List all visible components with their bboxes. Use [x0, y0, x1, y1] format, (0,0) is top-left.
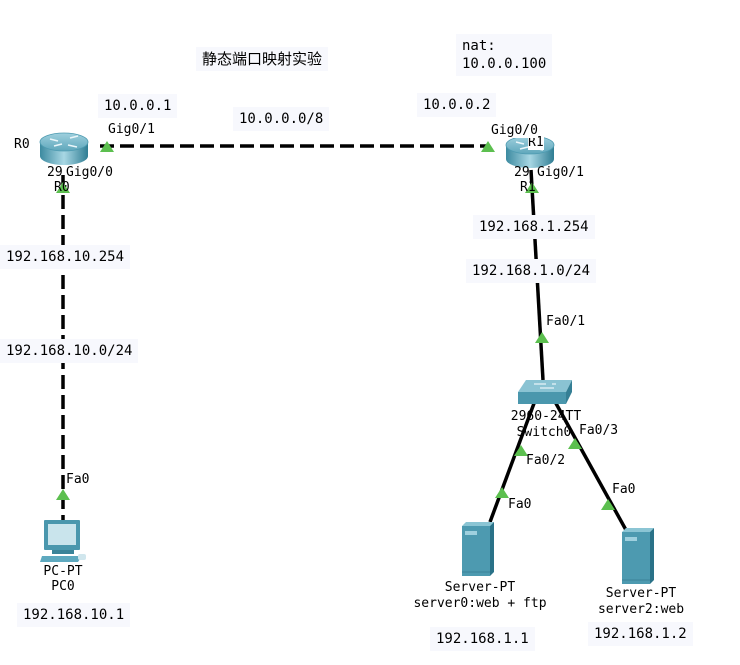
r0-name-label: R0: [14, 137, 30, 152]
port-label-r0-gig01: Gig0/1: [108, 122, 155, 137]
r0-gig01-ip-note: 10.0.0.1: [98, 94, 178, 118]
port-up-indicator: [568, 438, 582, 449]
link-switch0-server0[interactable]: [488, 397, 538, 523]
r1-gig00-ip-note: 10.0.0.2: [417, 93, 497, 117]
port-up-indicator: [514, 445, 528, 456]
wan-network-note: 10.0.0.0/8: [233, 107, 330, 131]
r0-gig00-ip-note: 192.168.10.254: [0, 245, 131, 269]
port-up-indicator: [481, 141, 495, 152]
port-up-indicator: [495, 487, 509, 498]
port-label-sw-fa02: Fa0/2: [526, 453, 566, 468]
router-icon: [39, 132, 89, 165]
port-label-r1-gig01: Gig0/1: [537, 165, 584, 180]
port-label-server2-fa0: Fa0: [612, 482, 636, 497]
diagram-title: 静态端口映射实验: [196, 47, 329, 71]
server-server0[interactable]: [462, 522, 494, 576]
server-server2[interactable]: [622, 528, 654, 584]
pc0-model-label: PC-PT: [43, 564, 83, 579]
r1-name-label: R1: [528, 135, 544, 150]
port-up-indicator: [601, 499, 615, 510]
server0-model-label: Server-PT: [444, 580, 516, 595]
nat-note: nat: 10.0.0.100: [456, 34, 553, 76]
lan0-network-note: 192.168.10.0/24: [0, 339, 139, 363]
pc-icon: [40, 520, 86, 562]
port-label-r1-gig00: Gig0/0: [491, 123, 538, 138]
r0-model-suffix-label: R0: [54, 180, 70, 195]
port-up-indicator: [100, 141, 114, 152]
port-label-sw-fa01: Fa0/1: [546, 314, 586, 329]
switch0-model-label: 2960-24TT: [510, 409, 582, 424]
port-up-indicator: [56, 182, 70, 193]
port-up-indicator: [56, 489, 70, 500]
server-icon: [462, 522, 494, 576]
r0-model-label: 29: [47, 165, 63, 180]
r1-gig01-ip-note: 192.168.1.254: [473, 215, 595, 239]
port-label-pc0-fa0: Fa0: [66, 472, 90, 487]
switch0-name-label: Switch0: [516, 425, 572, 440]
port-up-indicator: [525, 182, 539, 193]
port-label-r0-gig00: Gig0/0: [66, 165, 113, 180]
pc0-name-label: PC0: [51, 579, 75, 594]
server0-name-label: server0:web + ftp: [413, 596, 547, 611]
server2-model-label: Server-PT: [605, 586, 677, 601]
pc-pc0[interactable]: [40, 520, 86, 562]
pc0-ip-note: 192.168.10.1: [17, 603, 131, 627]
link-switch0-server2[interactable]: [551, 397, 628, 531]
server2-ip-note: 192.168.1.2: [588, 622, 693, 646]
port-label-server0-fa0: Fa0: [508, 497, 532, 512]
switch-switch0[interactable]: [518, 380, 572, 404]
server0-ip-note: 192.168.1.1: [430, 627, 535, 651]
server2-name-label: server2:web: [597, 602, 685, 617]
r1-model-label: 29: [514, 165, 530, 180]
port-up-indicator: [535, 332, 549, 343]
server-icon: [622, 528, 654, 584]
router-r0[interactable]: [39, 132, 89, 165]
port-indicators: [56, 141, 615, 510]
r1-model-suffix-label: R1: [520, 180, 536, 195]
switch-icon: [518, 380, 572, 404]
port-label-sw-fa03: Fa0/3: [579, 423, 619, 438]
lan1-network-note: 192.168.1.0/24: [466, 259, 597, 283]
